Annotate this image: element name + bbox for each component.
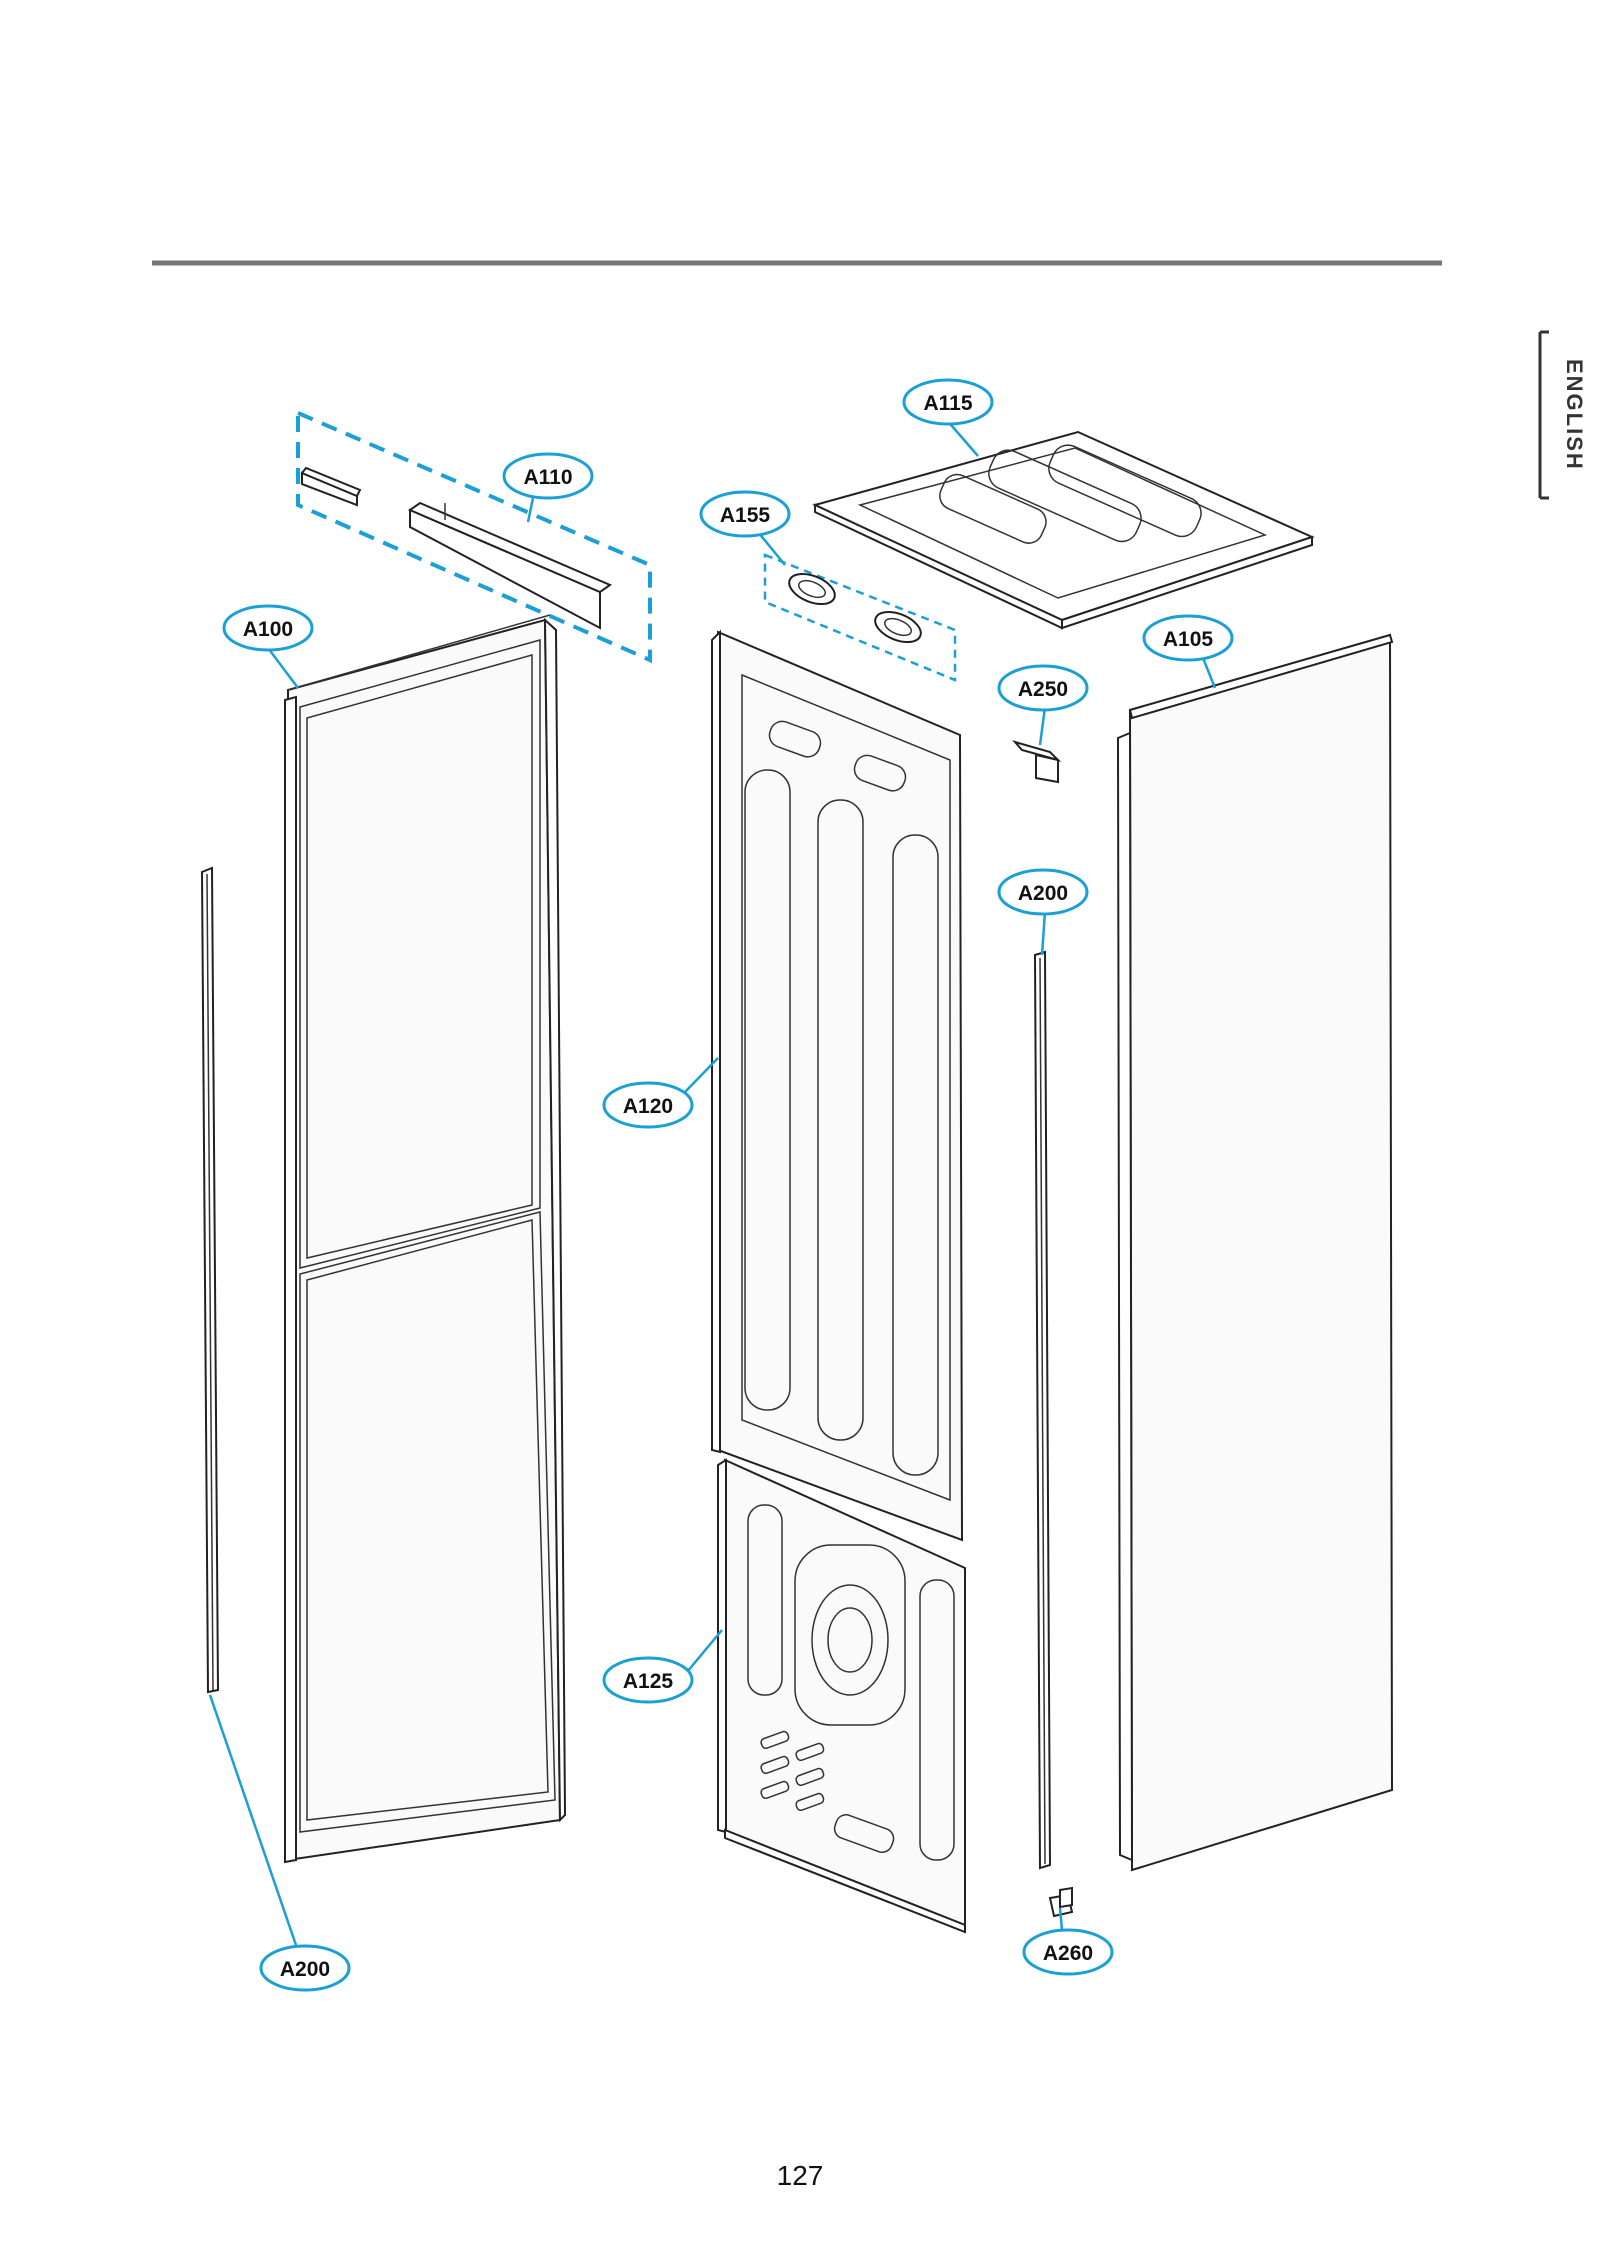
callout-a105: A105	[1142, 614, 1234, 662]
part-a105-side-panel	[1116, 633, 1394, 1872]
svg-text:A260: A260	[1043, 1942, 1093, 1965]
svg-text:A125: A125	[623, 1670, 674, 1693]
part-a250-clip	[1012, 740, 1062, 784]
svg-text:A120: A120	[623, 1095, 673, 1118]
callout-a250: A250	[997, 664, 1089, 712]
callout-a125: A125	[602, 1656, 694, 1704]
svg-text:A100: A100	[243, 618, 293, 641]
callout-a110: A110	[502, 452, 594, 500]
callout-a200-right: A200	[997, 868, 1089, 916]
part-a100-door-frame	[284, 614, 567, 1864]
page-number: 127	[776, 2160, 824, 2191]
part-a110-bracket	[300, 466, 613, 630]
callout-a115: A115	[902, 378, 994, 426]
svg-text:A105: A105	[1163, 628, 1214, 651]
part-a115-top-plate	[812, 430, 1315, 630]
a155-group-outline	[763, 553, 957, 682]
svg-text:A200: A200	[1018, 882, 1068, 905]
part-a200-right-gasket	[1033, 950, 1052, 1870]
a110-group-outline	[296, 409, 652, 664]
part-a260-clip	[1048, 1886, 1074, 1918]
language-tab-brackets	[1538, 330, 1549, 500]
callout-a260: A260	[1022, 1928, 1114, 1976]
svg-text:A110: A110	[523, 466, 572, 489]
callout-a200-left: A200	[259, 1944, 351, 1992]
part-a155-caps	[788, 572, 922, 644]
svg-text:A200: A200	[280, 1958, 330, 1981]
callout-a120: A120	[602, 1081, 694, 1129]
part-a125-lower-panel	[717, 1458, 966, 1934]
svg-text:A115: A115	[923, 392, 972, 415]
part-a200-left-gasket	[200, 866, 220, 1694]
callout-a155: A155	[699, 490, 791, 538]
part-a120-upper-panel	[711, 629, 964, 1542]
language-tab-label: ENGLISH	[1562, 359, 1587, 471]
callout-a100: A100	[222, 604, 314, 652]
svg-text:A155: A155	[720, 504, 771, 527]
svg-text:A250: A250	[1018, 678, 1068, 701]
